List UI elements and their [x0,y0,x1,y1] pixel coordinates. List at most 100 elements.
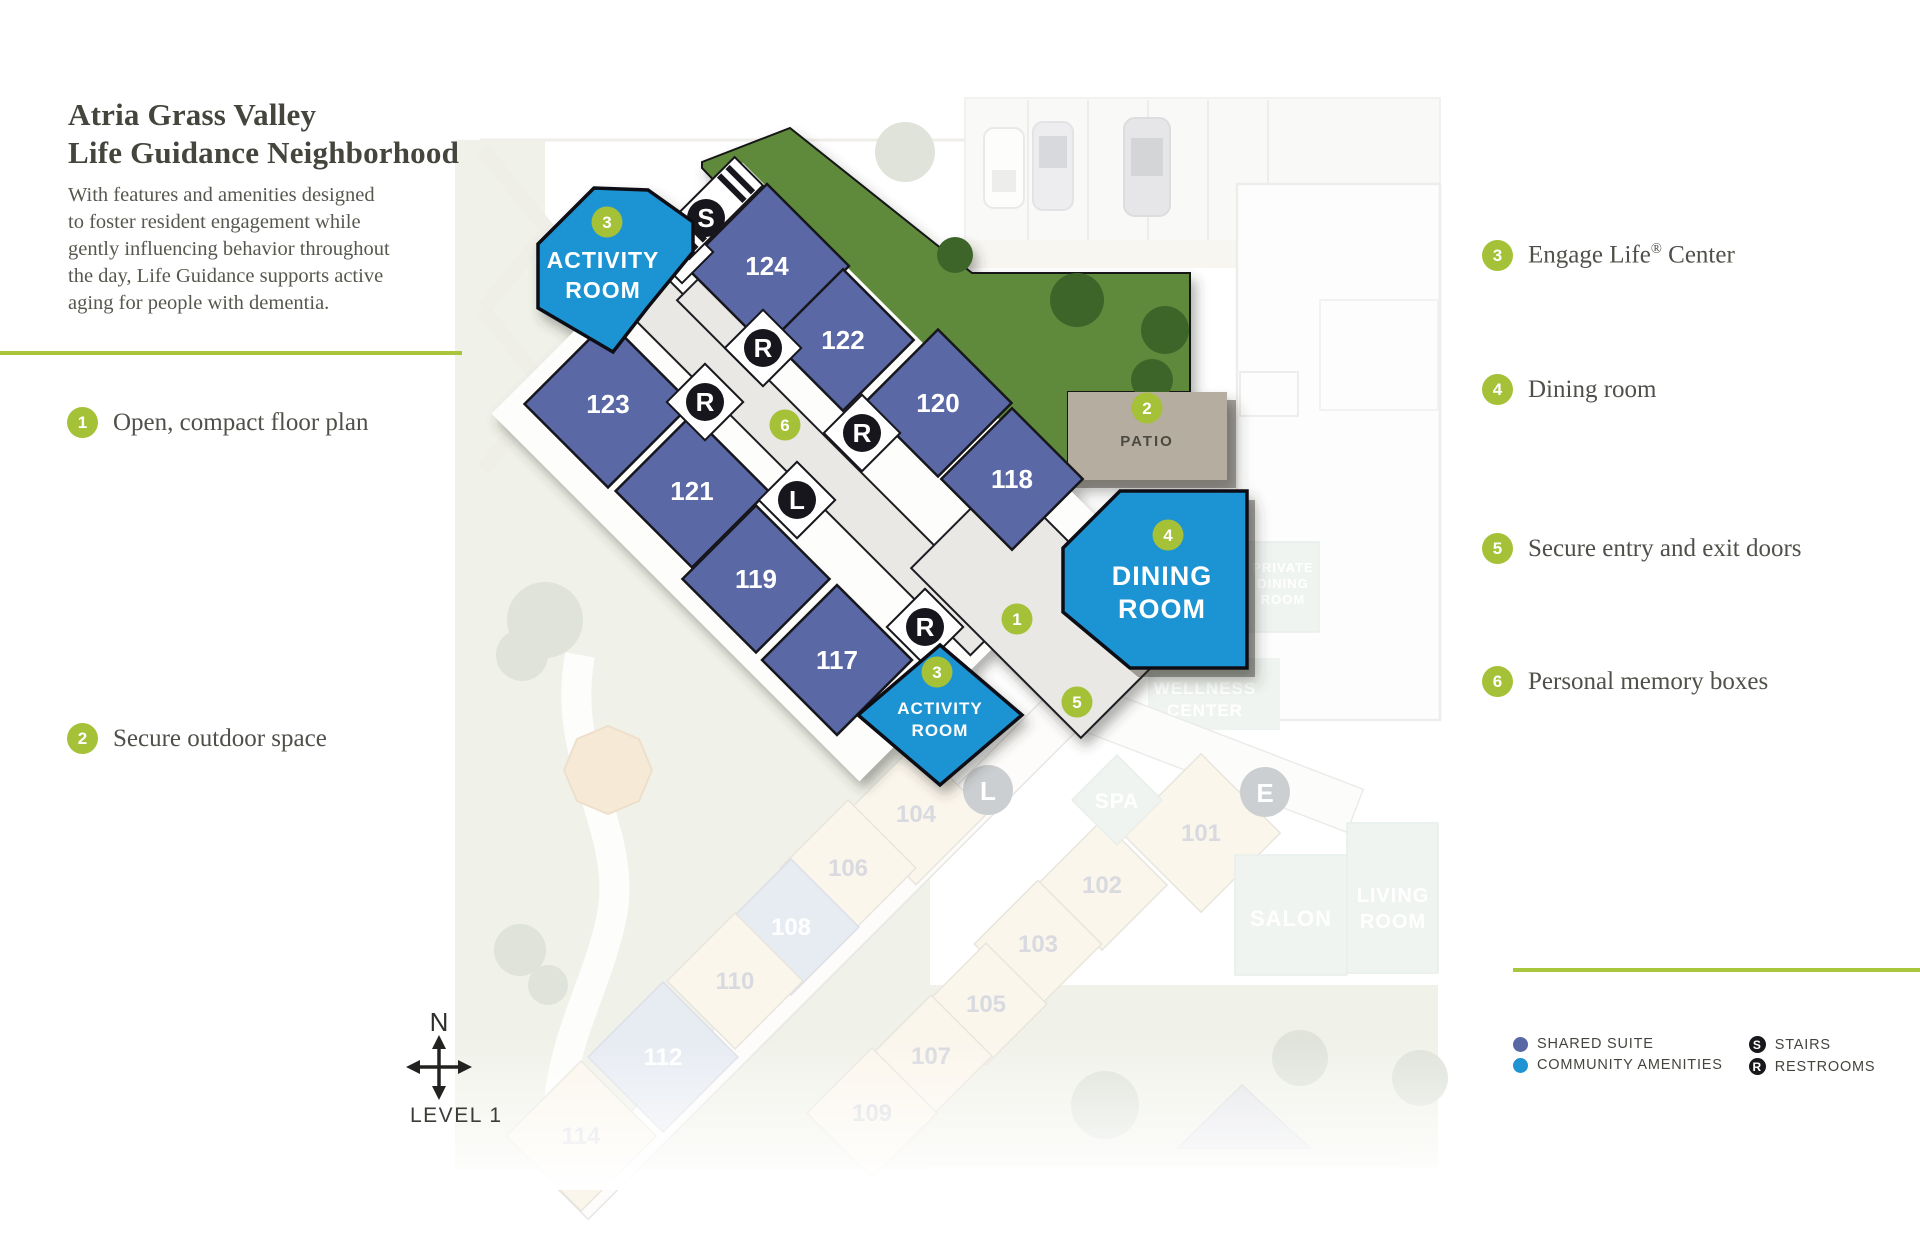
svg-text:1: 1 [1012,610,1021,629]
faded-suite-104: 104 [844,742,988,886]
suite-room-120: 120 [862,327,1014,479]
activity-room-label-2: ROOM [565,277,641,303]
legend-badge-6: 6 [1482,666,1513,697]
map-badge-3: 3 [591,206,623,238]
map-badge-5: 5 [1061,686,1093,718]
wellness-label: WELLNESS [1154,679,1256,698]
legend-badge-3: 3 [1482,240,1513,271]
legend-badge-2: 2 [67,723,98,754]
map-badge-4: 4 [1152,519,1184,551]
svg-text:L: L [980,776,996,806]
legend-label-3-post: Center [1661,241,1735,269]
faded-suite-103: 103 [973,879,1103,1009]
parking-lot [964,97,1441,267]
description-line: the day, Life Guidance supports active [68,265,384,287]
wellness-label-2: CENTER [1167,701,1243,720]
laundry-icon-faded: L [963,765,1013,815]
description-line: aging for people with dementia. [68,292,330,314]
dining-room: DINING ROOM [1061,489,1255,677]
suite-room-122: 122 [770,267,916,413]
legend-badge-4: 4 [1482,374,1513,405]
svg-text:101: 101 [1181,820,1221,847]
activity-room-lower-label-2: ROOM [912,721,969,740]
legend-label-5: Secure entry and exit doors [1528,535,1802,563]
legend-item-4: 4 Dining room [1482,374,1656,405]
suite-room-118: 118 [939,406,1085,552]
shared-suite-dot [1513,1036,1528,1052]
svg-text:110: 110 [716,968,755,995]
restroom-icon: R [885,587,965,667]
key-stairs: S STAIRS [1748,1036,1876,1053]
restroom-icon: R [822,393,902,473]
svg-text:117: 117 [816,645,858,675]
laundry-icon: L [757,460,837,540]
restroom-icon: R [723,308,803,388]
svg-text:106: 106 [828,855,868,882]
suite-room-117: 117 [760,583,914,737]
svg-text:102: 102 [1082,872,1122,899]
living-room-label-2: ROOM [1360,911,1426,933]
main-building [1235,182,1442,722]
svg-text:4: 4 [1163,526,1173,545]
community-amenities-label: COMMUNITY AMENITIES [1537,1057,1723,1073]
stairs-letter: S [697,203,714,233]
divider-left [0,351,462,355]
legend-item-1: 1 Open, compact floor plan [67,407,368,438]
faded-suite-102: 102 [1035,818,1169,952]
suite-room-119: 119 [680,503,832,655]
walkway [543,652,630,1112]
restrooms-key-icon: R [1748,1058,1766,1075]
parked-cars [983,117,1171,217]
private-dining-label-3: ROOM [1261,592,1305,607]
dining-room-label: DINING [1112,561,1213,591]
legend-label-2: Secure outdoor space [113,724,327,752]
description-line: to foster resident engagement while [68,211,361,233]
svg-text:123: 123 [586,389,629,419]
activity-room-top: ACTIVITY ROOM [536,186,695,355]
dining-room-label-2: ROOM [1118,594,1206,624]
spa-room [1070,753,1164,847]
svg-text:6: 6 [780,416,789,435]
legend-label-5-text: Secure entry and exit doors [1528,534,1802,562]
svg-text:122: 122 [821,325,864,355]
legend-label-1: Open, compact floor plan [113,408,369,436]
svg-text:3: 3 [602,213,611,232]
svg-text:124: 124 [745,251,789,281]
faded-suite-105: 105 [924,942,1048,1066]
key-shared-suite: SHARED SUITE [1513,1036,1723,1052]
key-community-amenities: COMMUNITY AMENITIES [1513,1057,1723,1073]
legend-label-6-text: Personal memory boxes [1528,667,1769,695]
living-room-label: LIVING [1357,885,1430,907]
map-badge-2: 2 [1131,392,1163,424]
registered-mark: ® [1650,241,1662,258]
spa-label: SPA [1095,790,1140,813]
page-title: Atria Grass Valley Life Guidance Neighbo… [68,96,459,172]
salon-room [1234,854,1348,976]
restrooms-key-label: RESTROOMS [1774,1058,1876,1075]
legend-label-6: Personal memory boxes [1528,668,1768,696]
svg-text:5: 5 [1072,693,1081,712]
elevator-icon: E [1240,767,1290,817]
legend-item-6: 6 Personal memory boxes [1482,666,1768,697]
level-label: LEVEL 1 [410,1104,503,1127]
restroom-icon: R [665,362,745,442]
svg-text:108: 108 [771,914,811,941]
compass-north-label: N [430,1007,449,1037]
faded-suite-110: 110 [666,912,804,1050]
svg-text:120: 120 [916,388,959,418]
map-badge-1: 1 [1001,603,1033,635]
svg-text:119: 119 [735,564,777,594]
activity-room-label: ACTIVITY [547,247,660,273]
faded-suite-101: 101 [1120,752,1282,914]
legend-item-2: 2 Secure outdoor space [67,723,327,754]
map-badge-3: 3 [921,656,953,688]
svg-text:R: R [916,612,935,642]
svg-text:121: 121 [670,476,713,506]
svg-text:E: E [1256,778,1273,808]
